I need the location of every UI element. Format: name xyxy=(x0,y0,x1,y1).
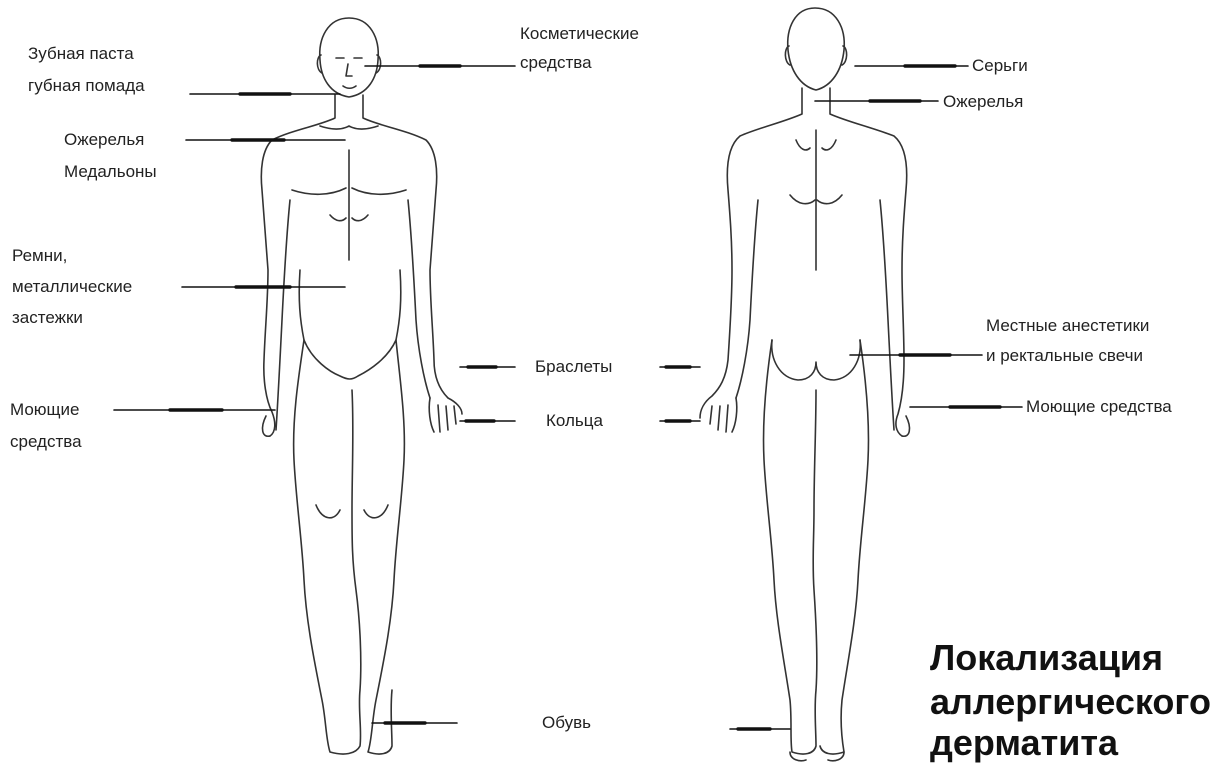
front-body-figure xyxy=(261,18,462,754)
label-detergents-front-line1: Моющие xyxy=(10,398,80,421)
label-shoes: Обувь xyxy=(542,711,591,734)
title-line3: дерматита xyxy=(930,722,1118,764)
label-earrings: Серьги xyxy=(972,54,1028,77)
label-necklaces-front: Ожерелья xyxy=(64,128,144,151)
pointer-lines xyxy=(114,66,1022,729)
label-belts-line1: Ремни, xyxy=(12,244,67,267)
label-detergents-front-line2: средства xyxy=(10,430,82,453)
label-toothpaste: Зубная паста xyxy=(28,42,134,65)
label-cosmetics-line2: средства xyxy=(520,51,592,74)
label-belts-line2: металлические xyxy=(12,275,132,298)
label-medallions: Медальоны xyxy=(64,160,157,183)
title-line1: Локализация xyxy=(930,637,1163,679)
label-necklaces-back: Ожерелья xyxy=(943,90,1023,113)
label-anesthetics-line2: и ректальные свечи xyxy=(986,344,1143,367)
label-anesthetics-line1: Местные анестетики xyxy=(986,314,1149,337)
label-rings: Кольца xyxy=(546,409,603,432)
label-cosmetics-line1: Косметические xyxy=(520,22,639,45)
label-lipstick: губная помада xyxy=(28,74,145,97)
label-belts-line3: застежки xyxy=(12,306,83,329)
label-detergents-back: Моющие средства xyxy=(1026,395,1172,418)
title-line2: аллергического xyxy=(930,681,1211,723)
back-body-figure xyxy=(700,8,909,761)
label-bracelets: Браслеты xyxy=(535,355,612,378)
